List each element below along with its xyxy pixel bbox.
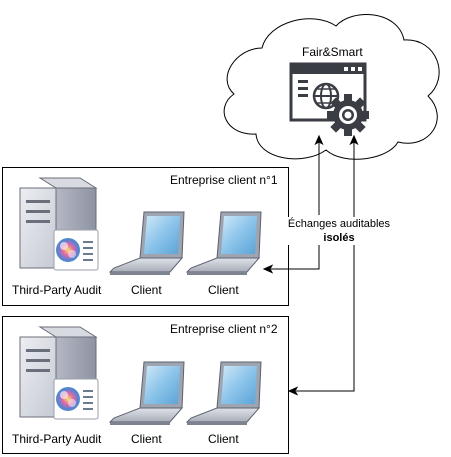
- connector-enterprise-2: [287, 134, 359, 396]
- laptop-icon: [109, 361, 185, 426]
- exchange-label-line1: Échanges auditables: [287, 218, 391, 230]
- laptop-icon: [109, 211, 185, 276]
- client-label: Client: [208, 432, 239, 446]
- server-label: Third-Party Audit: [12, 432, 102, 446]
- gear-icon: [327, 94, 369, 136]
- connector-enterprise-1: [262, 134, 324, 274]
- client-label: Client: [208, 283, 239, 297]
- server-label: Third-Party Audit: [12, 283, 102, 297]
- server-icon: [19, 326, 99, 420]
- enterprise-2-title: Entreprise client n°2: [170, 322, 278, 336]
- cloud-title: Fair&Smart: [302, 45, 363, 59]
- laptop-icon: [186, 361, 262, 426]
- server-icon: [19, 177, 99, 271]
- laptop-icon: [186, 211, 262, 276]
- exchange-label: Échanges auditables isolés: [284, 217, 394, 245]
- exchange-label-line2: isolés: [323, 232, 355, 244]
- client-label: Client: [131, 283, 162, 297]
- enterprise-1-title: Entreprise client n°1: [170, 173, 278, 187]
- client-label: Client: [131, 432, 162, 446]
